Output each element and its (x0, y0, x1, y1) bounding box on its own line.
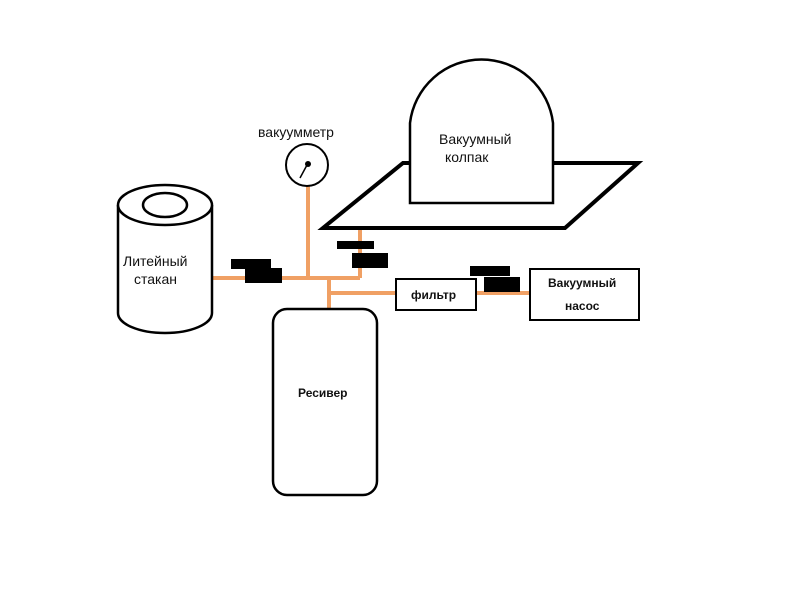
pipes (212, 180, 530, 310)
filter-box (395, 278, 477, 311)
bell-jar-label-line2: колпак (445, 149, 489, 165)
valve-icon (470, 266, 520, 292)
receiver-tank (271, 307, 379, 497)
valve-bell-jar-line (337, 241, 388, 268)
bell-jar-label-line1: Вакуумный (439, 131, 512, 147)
casting-flask-label-line1: Литейный (123, 253, 187, 269)
valve-pump-line (470, 266, 520, 292)
valve-flask-line (231, 259, 282, 283)
casting-flask-opening (141, 191, 189, 219)
vacuum-gauge-label: вакуумметр (258, 124, 334, 140)
receiver-label: Ресивер (298, 386, 348, 400)
casting-flask-body (116, 205, 214, 335)
filter-label: фильтр (411, 288, 456, 302)
casting-flask-label-line2: стакан (134, 271, 177, 287)
vacuum-pump-label-line2: насос (565, 299, 600, 313)
valve-icon (337, 241, 388, 268)
vacuum-pump-box (529, 268, 640, 321)
valve-icon (231, 259, 282, 283)
bell-jar (408, 58, 555, 205)
vacuum-pump-label-line1: Вакуумный (548, 276, 616, 290)
gauge-icon (285, 143, 329, 187)
casting-flask (116, 183, 214, 335)
